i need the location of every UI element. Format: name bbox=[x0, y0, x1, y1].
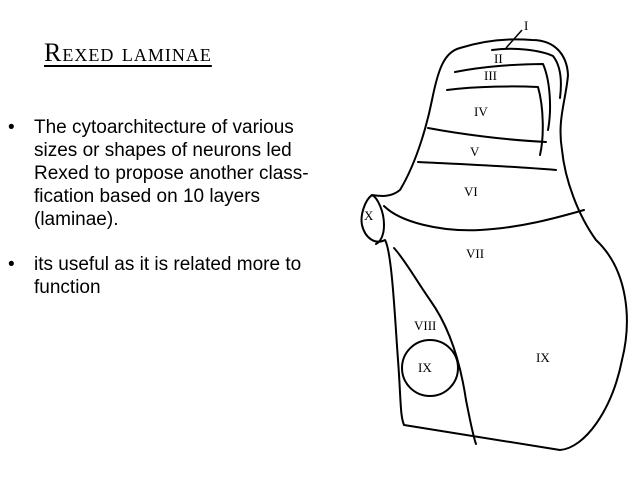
lamina-i-pointer bbox=[505, 29, 523, 49]
lamina-label: VIII bbox=[414, 318, 436, 333]
lamina-ii-boundary bbox=[454, 63, 552, 131]
lamina-label: VI bbox=[464, 184, 478, 199]
bullet-text: its useful as it is related more to func… bbox=[34, 254, 302, 298]
lamina-label: I bbox=[524, 18, 528, 33]
bullet-icon: • bbox=[8, 254, 15, 275]
bullet-list: • The cytoarchitecture of various sizes … bbox=[8, 116, 338, 299]
bullet-text: The cytoarchitecture of various sizes or… bbox=[34, 117, 309, 230]
bullet-item: • The cytoarchitecture of various sizes … bbox=[8, 116, 338, 231]
bullet-icon: • bbox=[8, 117, 15, 138]
lamina-label: IX bbox=[536, 350, 550, 365]
lamina-label: X bbox=[364, 208, 374, 223]
lamina-label: IX bbox=[418, 360, 432, 375]
lamina-i-boundary bbox=[491, 47, 562, 99]
bullet-item: • its useful as it is related more to fu… bbox=[8, 253, 338, 299]
lamina-iv-boundary bbox=[427, 127, 547, 143]
lamina-iii-boundary bbox=[446, 85, 544, 156]
lamina-label: III bbox=[484, 68, 497, 83]
lamina-viii-boundary bbox=[393, 247, 477, 445]
lamina-v-boundary bbox=[417, 161, 557, 171]
lamina-ix-circle bbox=[401, 339, 459, 397]
lamina-label: V bbox=[470, 144, 480, 159]
lamina-vi-boundary bbox=[383, 205, 585, 232]
spinal-cord-diagram-svg: I II III IV V VI X VII VIII IX IX bbox=[360, 18, 628, 451]
lamina-label: IV bbox=[474, 104, 488, 119]
slide-title: Rexed laminae bbox=[44, 38, 212, 67]
outline bbox=[360, 38, 628, 451]
lamina-x-boundary bbox=[371, 194, 385, 245]
lamina-label: VII bbox=[466, 246, 484, 261]
lamina-label: II bbox=[494, 51, 503, 66]
rexed-laminae-diagram: I II III IV V VI X VII VIII IX IX bbox=[340, 12, 638, 464]
